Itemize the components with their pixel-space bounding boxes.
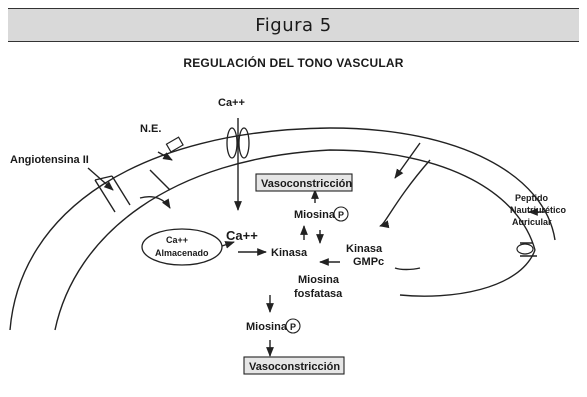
arrow-signal-curve — [380, 160, 430, 226]
outer-membrane-arc — [10, 128, 555, 330]
label-miosina-fosfatasa-2: fosfatasa — [294, 288, 343, 300]
label-kinasa-gmpc-1: Kinasa — [346, 243, 383, 255]
label-ca-channel: Ca++ — [218, 97, 245, 109]
gmpc-loop — [395, 268, 420, 270]
label-auricular: Auricular — [512, 217, 552, 227]
label-angiotensina: Angiotensina II — [10, 154, 89, 166]
label-p-top: P — [338, 210, 344, 220]
ca-channel-right — [239, 128, 249, 158]
label-miosina-p-top: Miosina — [294, 209, 336, 221]
label-ca-cytosol: Ca++ — [226, 228, 258, 243]
label-miosina-fosfatasa-1: Miosina — [298, 274, 340, 286]
label-kinasa-gmpc-2: GMPc — [353, 256, 384, 268]
label-kinasa: Kinasa — [271, 247, 308, 259]
label-ne: N.E. — [140, 123, 161, 135]
label-nautriuretico: Nautriurético — [510, 205, 567, 215]
label-ca-stored: Ca++ — [166, 235, 188, 245]
ne-receptor-line — [150, 170, 170, 190]
cell-lower-boundary — [400, 250, 535, 296]
label-almacenado: Almacenado — [155, 248, 209, 258]
label-miosina-p-bottom: Miosina — [246, 321, 288, 333]
ca-channel-left — [227, 128, 237, 158]
label-vasoconstriccion-top: Vasoconstricción — [261, 178, 352, 190]
arrow-top-right — [395, 143, 420, 178]
label-vasoconstriccion-bottom: Vasoconstricción — [249, 361, 340, 373]
angiotensin-receptor — [95, 176, 130, 212]
label-p-bottom: P — [290, 322, 296, 332]
label-peptido: Peptido — [515, 193, 549, 203]
peptide-receptor — [517, 244, 533, 254]
